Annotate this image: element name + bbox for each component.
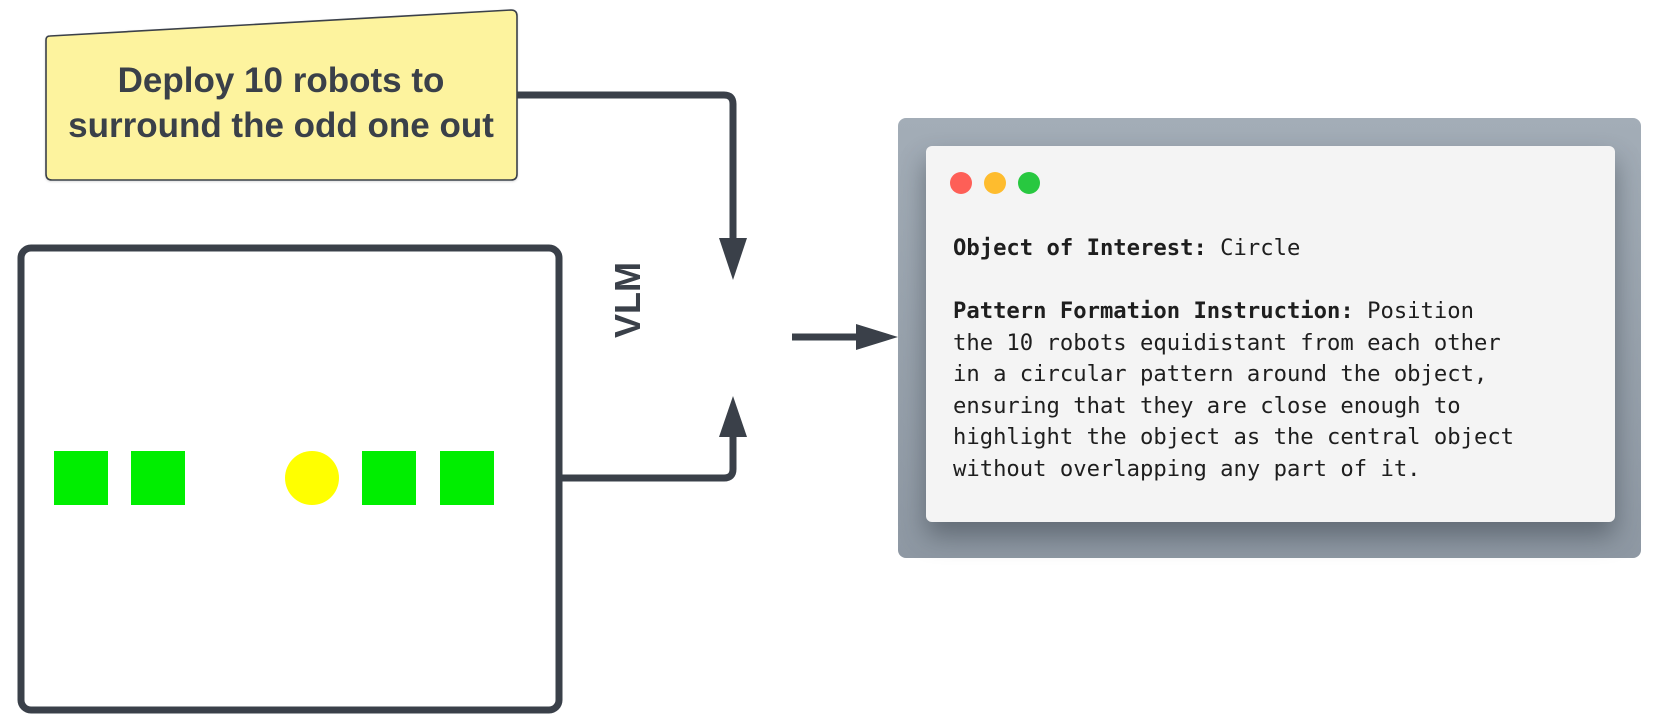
scene-connector: [562, 432, 737, 482]
output-arrowhead: [856, 324, 898, 350]
object-value: Circle: [1220, 235, 1301, 261]
instruction-line-2: in a circular pattern around the object,: [953, 361, 1488, 387]
vlm-label: VLM: [607, 262, 648, 338]
instruction-key: Pattern Formation Instruction:: [953, 298, 1354, 324]
instruction-block: Pattern Formation Instruction: Position …: [953, 296, 1593, 485]
object-line: Object of Interest: Circle: [953, 233, 1593, 265]
prompt-line-1: Deploy 10 robots to: [117, 61, 445, 100]
scene-arrowhead: [719, 396, 747, 437]
instruction-line-5: without overlapping any part of it.: [953, 455, 1421, 482]
prompt-arrowhead: [719, 238, 747, 280]
prompt-line-2: surround the odd one out: [68, 106, 494, 145]
close-dot-icon: [950, 172, 972, 194]
yellow-circle: [285, 451, 339, 505]
output-window: Object of Interest: Circle Pattern Forma…: [926, 146, 1615, 522]
green-square-1: [54, 451, 108, 505]
green-square-4: [440, 451, 494, 505]
instruction-line-4: highlight the object as the central obje…: [953, 424, 1515, 450]
instruction-line-0: Position: [1367, 298, 1474, 324]
minimize-dot-icon: [984, 172, 1006, 194]
green-square-3: [362, 451, 416, 505]
prompt-note: [45, 9, 518, 181]
object-key: Object of Interest:: [953, 235, 1207, 261]
prompt-connector: [517, 91, 737, 246]
maximize-dot-icon: [1018, 172, 1040, 194]
instruction-line-3: ensuring that they are close enough to: [953, 392, 1461, 419]
instruction-line-1: the 10 robots equidistant from each othe…: [953, 329, 1501, 356]
green-square-2: [131, 451, 185, 505]
prompt-text: Deploy 10 robots to surround the odd one…: [46, 58, 516, 148]
